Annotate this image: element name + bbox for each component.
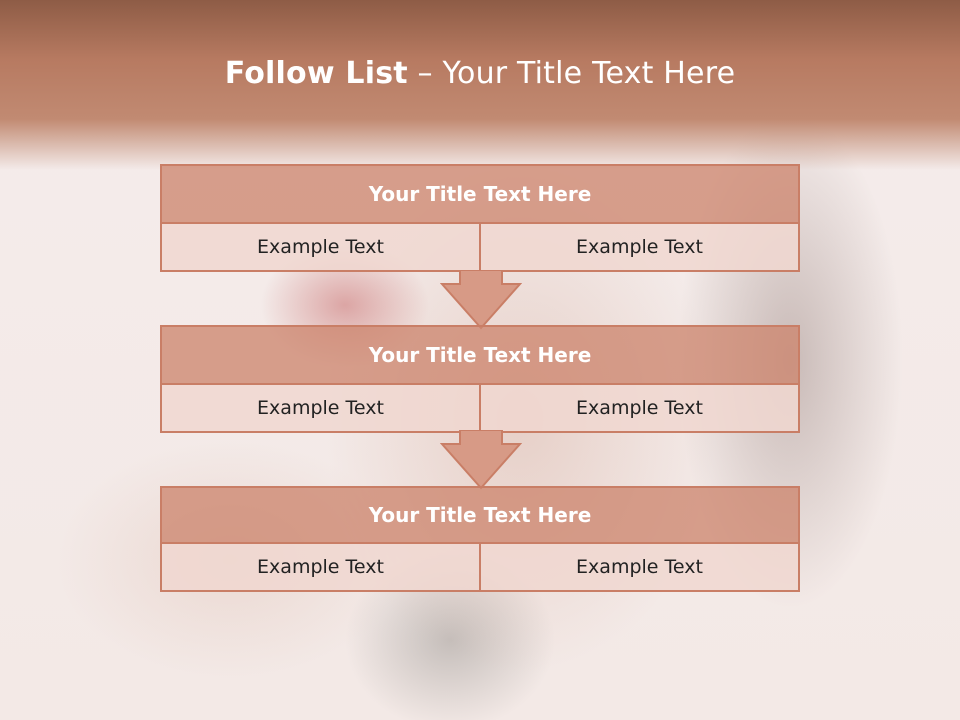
block-left-text: Example Text <box>162 385 479 431</box>
slide-title: Follow List – Your Title Text Here <box>0 56 960 91</box>
down-arrow-icon <box>440 270 522 330</box>
block-title: Your Title Text Here <box>162 166 798 224</box>
block-left-text: Example Text <box>162 544 479 590</box>
down-arrow-icon <box>440 430 522 490</box>
slide-title-strong: Follow List <box>224 56 408 91</box>
slide-title-rest: – Your Title Text Here <box>407 56 736 91</box>
list-block-2: Your Title Text Here Example Text Exampl… <box>160 325 800 433</box>
header-band <box>0 0 960 170</box>
list-block-1: Your Title Text Here Example Text Exampl… <box>160 164 800 272</box>
block-left-text: Example Text <box>162 224 479 270</box>
block-right-text: Example Text <box>479 544 798 590</box>
block-title: Your Title Text Here <box>162 327 798 385</box>
block-right-text: Example Text <box>479 224 798 270</box>
block-title: Your Title Text Here <box>162 488 798 544</box>
block-right-text: Example Text <box>479 385 798 431</box>
block-row: Example Text Example Text <box>162 385 798 431</box>
list-block-3: Your Title Text Here Example Text Exampl… <box>160 486 800 592</box>
block-row: Example Text Example Text <box>162 544 798 590</box>
block-row: Example Text Example Text <box>162 224 798 270</box>
